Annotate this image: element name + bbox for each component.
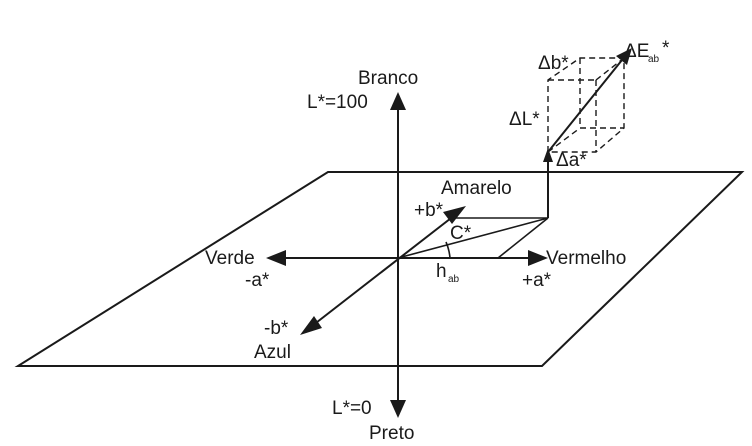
minus-b-label: -b* — [264, 318, 289, 339]
l-axis-down-arrowhead — [390, 400, 406, 418]
b-axis — [311, 214, 456, 327]
delta-e-subscript: ab — [648, 54, 660, 65]
delta-e-arrowhead — [616, 48, 632, 65]
delta-e-vector — [547, 59, 623, 153]
a-axis-right-arrowhead — [528, 250, 548, 266]
black-label: Preto — [369, 423, 414, 444]
delta-a-label: Δa* — [556, 150, 587, 171]
hue-angle-arc — [445, 241, 451, 259]
hue-angle-subscript: ab — [448, 274, 460, 285]
delta-e-star: * — [662, 38, 670, 59]
a-axis-left-arrowhead — [266, 250, 286, 266]
delta-l-label: ΔL* — [509, 109, 540, 130]
ab-plane — [14, 171, 745, 367]
b-axis-plus-arrowhead — [443, 206, 466, 224]
hue-angle-label: h — [436, 261, 447, 282]
yellow-label: Amarelo — [441, 178, 512, 199]
chroma-label: C* — [450, 223, 472, 244]
lightness-arrowhead — [543, 148, 553, 162]
plus-b-label: +b* — [414, 200, 444, 221]
green-label: Verde — [205, 248, 255, 269]
delta-e-label: ΔE — [624, 41, 649, 62]
red-label: Vermelho — [546, 248, 626, 269]
chroma-vector — [397, 217, 549, 259]
b-axis-minus-arrowhead — [300, 316, 322, 335]
minus-a-label: -a* — [245, 270, 270, 291]
plus-a-label: +a* — [522, 270, 552, 291]
delta-b-label: Δb* — [538, 53, 569, 74]
blue-label: Azul — [254, 342, 291, 363]
chroma-projection-line — [497, 217, 549, 259]
l-axis-up-arrowhead — [390, 92, 406, 110]
delta-difference-box — [547, 57, 625, 153]
white-label: Branco — [358, 68, 418, 89]
l-min-label: L*=0 — [332, 398, 372, 419]
l-max-label: L*=100 — [307, 92, 368, 113]
